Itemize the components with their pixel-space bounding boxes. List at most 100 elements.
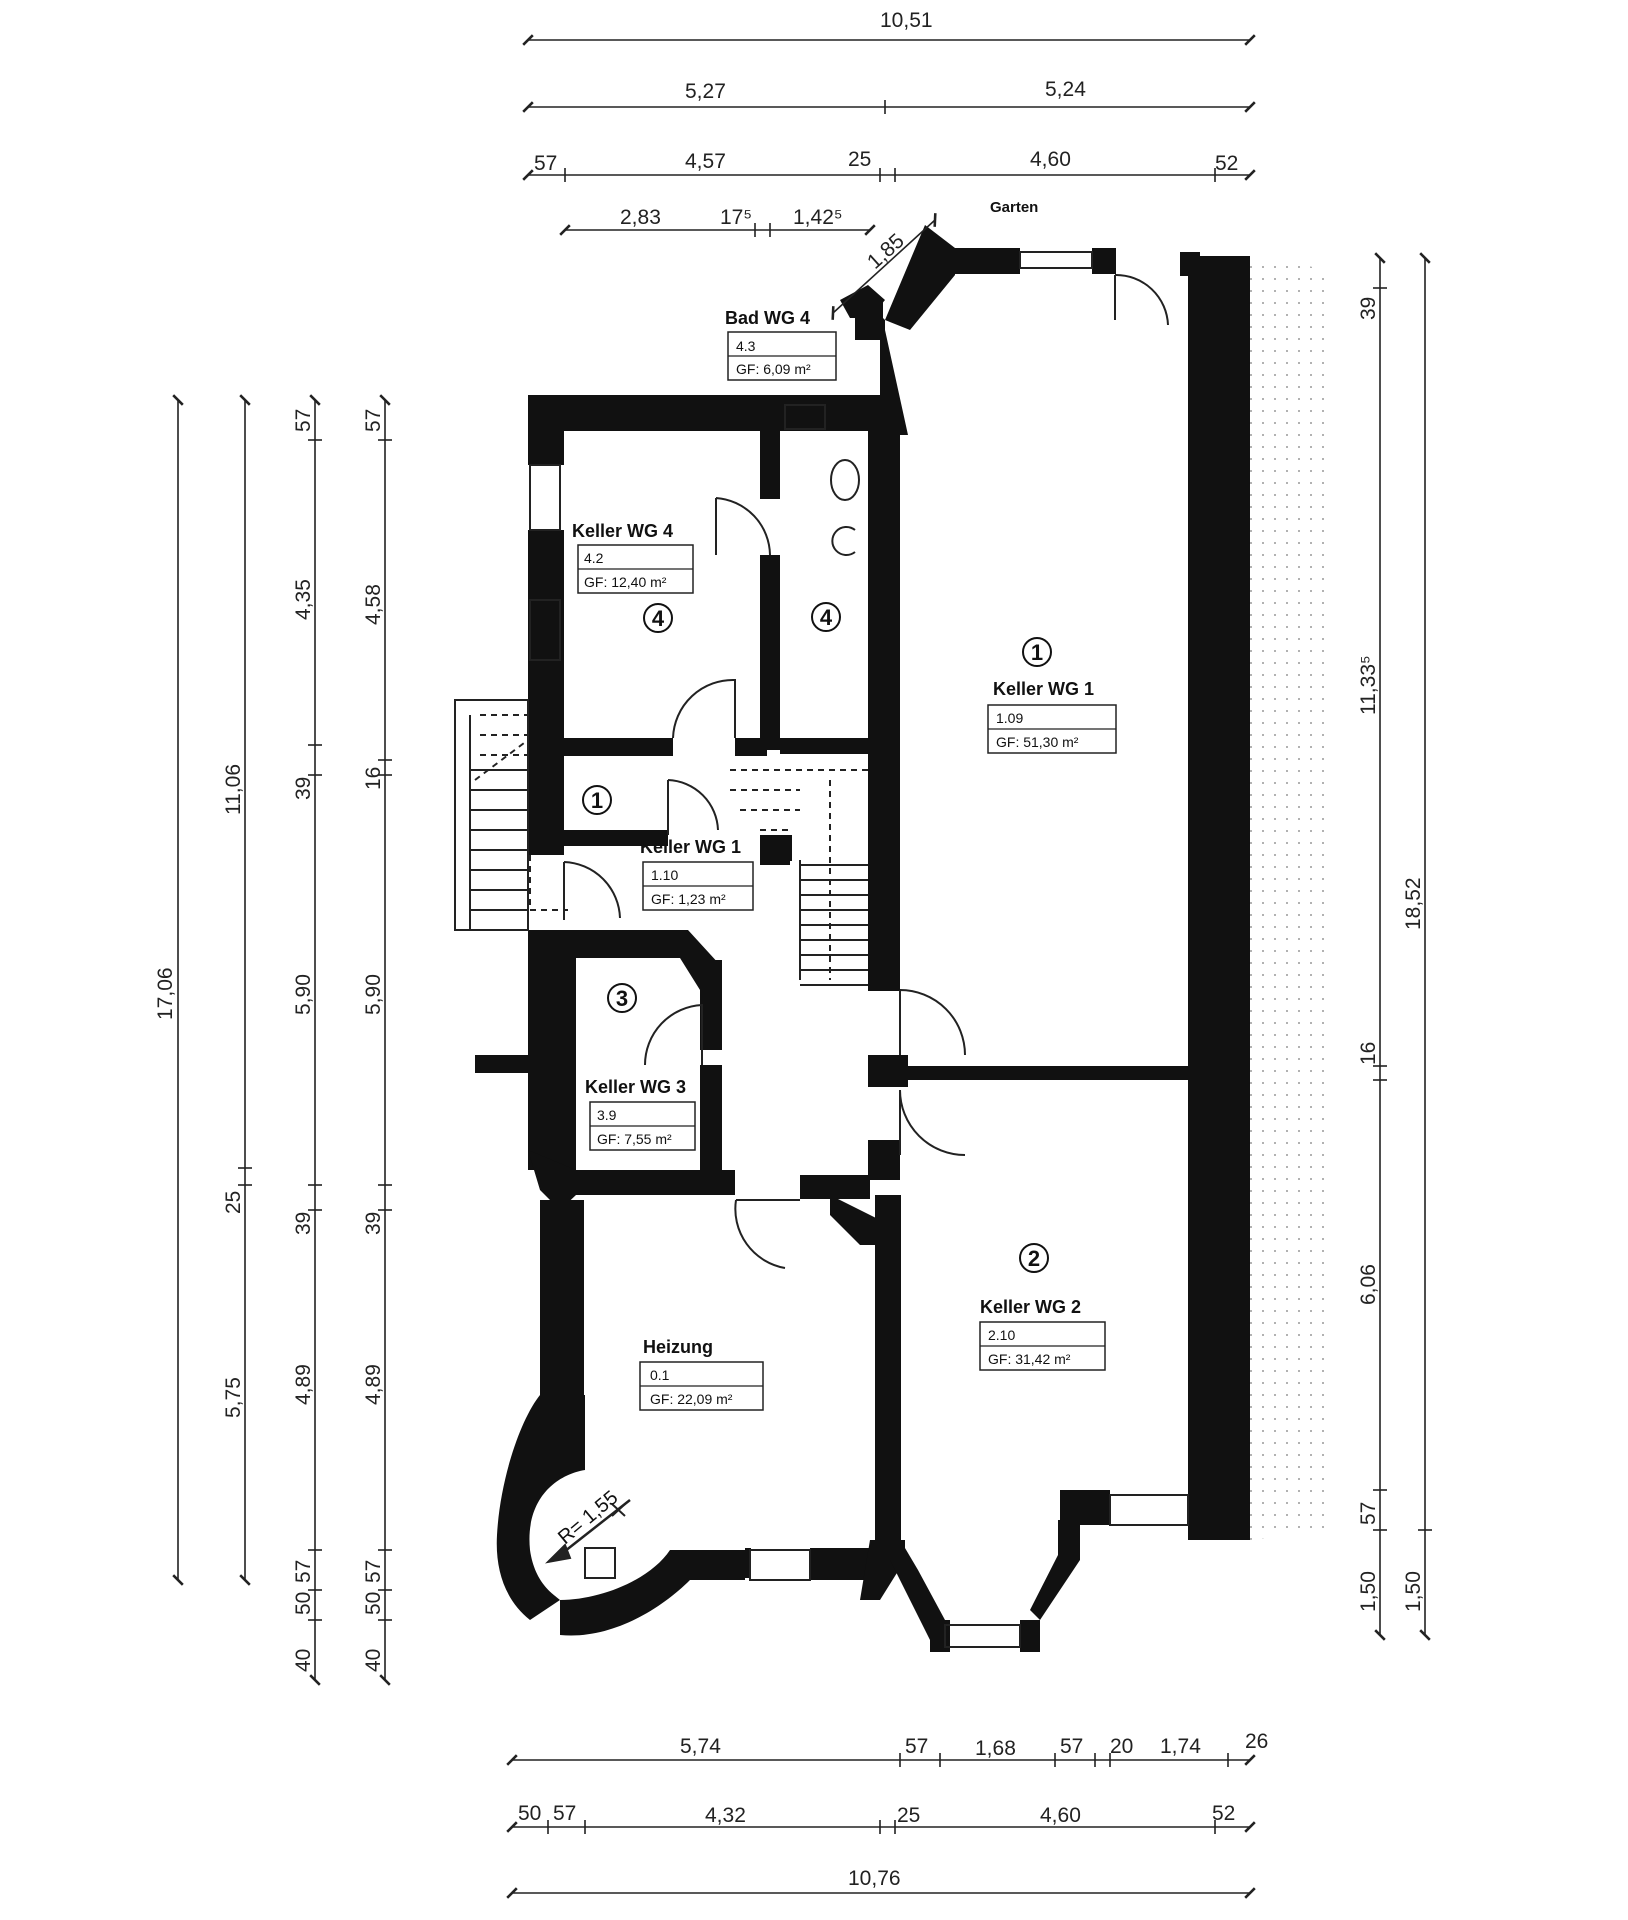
- dim-bottom-row1: 5,74 57 1,68 57 20 1,74 26: [506, 1730, 1268, 1767]
- room-keller-wg2: Keller WG 2 2.10 GF: 31,42 m²: [979, 1297, 1106, 1371]
- dim-left-col4: 57 4,58 16 5,90 39 4,89 57 50 40: [362, 394, 392, 1686]
- room-name: Keller WG 2: [980, 1297, 1081, 1317]
- svg-text:5,90: 5,90: [362, 974, 385, 1015]
- svg-text:5,90: 5,90: [292, 974, 315, 1015]
- dim-bottom-row2: 50 57 4,32 25 4,60 52: [506, 1802, 1256, 1834]
- svg-text:57: 57: [362, 409, 385, 432]
- svg-text:1,85: 1,85: [863, 229, 909, 273]
- room-labels: Keller WG 4 4.2 GF: 12,40 m² Bad WG 4 4.…: [572, 308, 1117, 1411]
- radius-label: R= 1,55: [554, 1487, 622, 1549]
- walls: [475, 225, 1250, 1652]
- room-keller-wg1-main: Keller WG 1 1.09 GF: 51,30 m²: [987, 679, 1117, 754]
- svg-text:26: 26: [1245, 1730, 1268, 1753]
- svg-text:57: 57: [534, 152, 557, 175]
- room-area: GF: 12,40 m²: [584, 574, 667, 590]
- svg-text:4,89: 4,89: [362, 1364, 385, 1405]
- room-number: 1.09: [996, 710, 1023, 726]
- svg-text:2: 2: [1028, 1246, 1040, 1271]
- dim-right-col2: 18,52 1,50: [1402, 252, 1432, 1641]
- room-area: GF: 7,55 m²: [597, 1131, 672, 1147]
- dim-left-col2: 11,06 25 5,75: [222, 394, 252, 1586]
- svg-text:20: 20: [1110, 1735, 1133, 1758]
- dim-top-row2: 5,27 5,24: [522, 78, 1256, 114]
- room-name: Keller WG 1: [640, 837, 741, 857]
- svg-text:4,60: 4,60: [1040, 1804, 1081, 1827]
- badge-1: 1: [582, 785, 612, 815]
- room-area: GF: 22,09 m²: [650, 1391, 733, 1407]
- svg-text:52: 52: [1215, 152, 1238, 175]
- svg-text:40: 40: [292, 1649, 315, 1672]
- svg-text:57: 57: [553, 1802, 576, 1825]
- svg-text:11,06: 11,06: [222, 764, 245, 815]
- svg-text:4,35: 4,35: [292, 579, 315, 620]
- svg-text:57: 57: [292, 1560, 315, 1583]
- dim-bottom-row3: 10,76: [506, 1867, 1256, 1899]
- svg-text:50: 50: [518, 1802, 541, 1825]
- svg-text:39: 39: [292, 1212, 315, 1235]
- svg-text:25: 25: [897, 1804, 920, 1827]
- dim-top-row4: 2,83 17⁵ 1,42⁵: [559, 206, 876, 237]
- svg-text:39: 39: [1357, 297, 1380, 320]
- room-keller-wg4: Keller WG 4 4.2 GF: 12,40 m²: [572, 521, 694, 594]
- dim-top-row1: 10,51: [522, 9, 1256, 46]
- svg-text:17⁵: 17⁵: [720, 206, 752, 229]
- svg-text:25: 25: [848, 148, 871, 171]
- svg-text:57: 57: [1060, 1735, 1083, 1758]
- room-number: 4.2: [584, 550, 604, 566]
- svg-text:16: 16: [362, 767, 385, 790]
- svg-text:6,06: 6,06: [1357, 1264, 1380, 1305]
- svg-text:11,33⁵: 11,33⁵: [1357, 655, 1380, 715]
- svg-text:4,60: 4,60: [1030, 148, 1071, 171]
- svg-text:1,50: 1,50: [1357, 1571, 1380, 1612]
- room-keller-wg1-small: Keller WG 1 1.10 GF: 1,23 m²: [640, 837, 754, 911]
- badge-1: 1: [1022, 637, 1052, 667]
- svg-text:1: 1: [1031, 640, 1043, 665]
- svg-text:4: 4: [820, 605, 833, 630]
- dimension-lines: 10,51 5,27 5,24 57 4,57 25 4,60 52 2,83 …: [154, 9, 1432, 1899]
- room-name: Keller WG 4: [572, 521, 673, 541]
- garden-label: Garten: [990, 199, 1038, 216]
- svg-text:50: 50: [292, 1592, 315, 1615]
- apartment-badges: 4 4 1 1 3 2: [582, 602, 1052, 1273]
- svg-text:1,50: 1,50: [1402, 1571, 1425, 1612]
- svg-text:50: 50: [362, 1592, 385, 1615]
- svg-text:16: 16: [1357, 1042, 1380, 1065]
- room-name: Keller WG 1: [993, 679, 1094, 699]
- badge-3: 3: [607, 983, 637, 1013]
- fixtures: [454, 251, 1189, 1648]
- svg-text:39: 39: [292, 777, 315, 800]
- room-number: 1.10: [651, 867, 678, 883]
- room-area: GF: 51,30 m²: [996, 734, 1079, 750]
- room-number: 0.1: [650, 1367, 670, 1383]
- dim-top-row3: 57 4,57 25 4,60 52: [522, 148, 1256, 182]
- dim-left-col3: 57 4,35 39 5,90 39 4,89 57 50 40: [292, 394, 322, 1686]
- room-bad-wg4: Bad WG 4 4.3 GF: 6,09 m²: [725, 308, 837, 381]
- svg-text:4: 4: [652, 606, 665, 631]
- svg-text:1,74: 1,74: [1160, 1735, 1201, 1758]
- badge-4: 4: [811, 602, 841, 632]
- dim-right-col1: 39 11,33⁵ 16 6,06 57 1,50: [1357, 252, 1387, 1641]
- room-number: 4.3: [736, 338, 756, 354]
- svg-text:4,32: 4,32: [705, 1804, 746, 1827]
- room-heizung: Heizung 0.1 GF: 22,09 m²: [639, 1337, 764, 1411]
- svg-text:18,52: 18,52: [1402, 877, 1425, 930]
- svg-text:25: 25: [222, 1191, 245, 1214]
- garden-area: Garten: [990, 199, 1330, 1540]
- svg-text:4,89: 4,89: [292, 1364, 315, 1405]
- room-number: 2.10: [988, 1327, 1015, 1343]
- svg-text:57: 57: [362, 1560, 385, 1583]
- svg-text:1,42⁵: 1,42⁵: [793, 206, 843, 229]
- svg-text:5,24: 5,24: [1045, 78, 1086, 101]
- svg-text:39: 39: [362, 1212, 385, 1235]
- svg-text:4,58: 4,58: [362, 584, 385, 625]
- svg-text:1,68: 1,68: [975, 1737, 1016, 1760]
- svg-text:1: 1: [591, 788, 603, 813]
- svg-text:52: 52: [1212, 1802, 1235, 1825]
- svg-text:57: 57: [905, 1735, 928, 1758]
- dim-left-col1: 17,06: [154, 394, 184, 1586]
- svg-text:57: 57: [1357, 1502, 1380, 1525]
- room-area: GF: 6,09 m²: [736, 361, 811, 377]
- svg-text:4,57: 4,57: [685, 150, 726, 173]
- svg-text:17,06: 17,06: [154, 967, 177, 1020]
- svg-text:10,51: 10,51: [880, 9, 933, 32]
